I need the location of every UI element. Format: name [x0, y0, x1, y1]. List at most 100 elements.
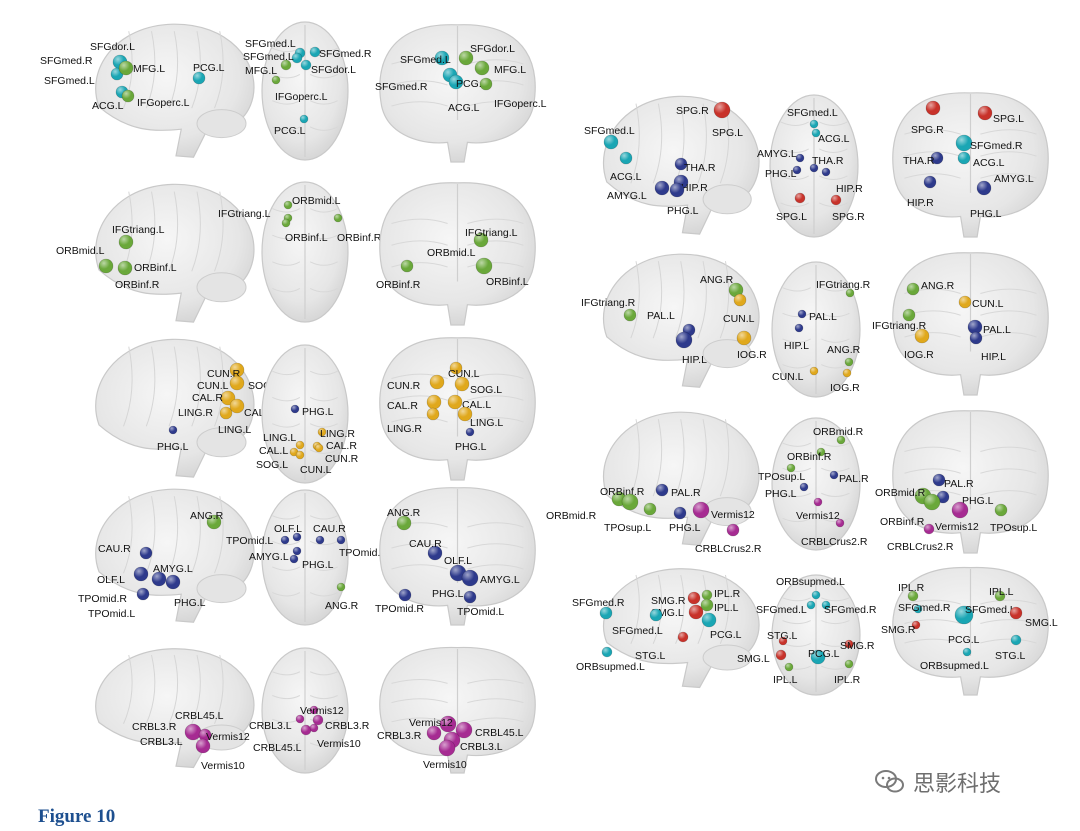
region-node-highlight — [440, 716, 456, 732]
p6-sagittal-brain — [602, 411, 760, 546]
region-label: PHG.L — [765, 168, 797, 180]
region-node-highlight — [693, 502, 709, 518]
region-label: SFGmed.L — [965, 604, 1016, 616]
region-node-highlight — [119, 235, 133, 249]
region-node-highlight — [475, 61, 489, 75]
region-node-highlight — [798, 310, 806, 318]
region-node-highlight — [831, 195, 841, 205]
region-node-highlight — [676, 332, 692, 348]
region-node-highlight — [650, 609, 662, 621]
region-label: STG.L — [635, 650, 666, 662]
region-node-highlight — [977, 181, 991, 195]
region-node-highlight — [199, 729, 211, 741]
region-label: CAL.L — [462, 399, 491, 411]
region-node-highlight — [674, 507, 686, 519]
region-label: CAL.L — [259, 445, 288, 457]
region-node-highlight — [702, 613, 716, 627]
region-node-highlight — [428, 546, 442, 560]
region-label: TPOsup.L — [758, 471, 805, 483]
region-node-highlight — [811, 650, 825, 664]
region-node-highlight — [822, 601, 830, 609]
region-label: CRBL3.L — [249, 720, 292, 732]
region-label: SPG.R — [832, 211, 865, 223]
region-label: ANG.R — [700, 274, 734, 286]
region-label: CRBL3.L — [460, 741, 503, 753]
region-node-highlight — [814, 498, 822, 506]
region-node-highlight — [310, 724, 318, 732]
region-label: CAU.R — [409, 538, 442, 550]
region-node-highlight — [970, 332, 982, 344]
region-node-highlight — [912, 621, 920, 629]
region-label: PHG.L — [962, 495, 994, 507]
region-label: AMYG.L — [153, 563, 193, 575]
p8-sagittal-brain — [602, 568, 760, 689]
region-label: LING.L — [470, 417, 503, 429]
region-label: CUN.L — [772, 371, 804, 383]
region-label: SFGmed.R — [319, 48, 372, 60]
region-label: AMYG.L — [249, 551, 289, 563]
region-label: PCG.L — [948, 634, 980, 646]
region-node-highlight — [1010, 607, 1022, 619]
p3-axial-brain — [261, 181, 349, 323]
region-node-highlight — [292, 53, 302, 63]
region-label: ANG.R — [921, 280, 955, 292]
region-label: SFGmed.R — [572, 597, 625, 609]
region-label: LING.R — [320, 428, 355, 440]
region-label: ORBsupmed.L — [920, 660, 989, 672]
region-label: Vermis10 — [201, 760, 245, 772]
region-label: TPOmid.R — [375, 603, 424, 615]
region-label: Vermis12 — [300, 705, 344, 717]
region-label: CUN.L — [723, 313, 755, 325]
region-label: PHG.L — [302, 559, 334, 571]
p1-coronal-brain — [379, 24, 536, 163]
region-node-highlight — [448, 395, 462, 409]
region-label: IPL.L — [773, 674, 798, 686]
region-node-highlight — [296, 715, 304, 723]
region-label: PHG.L — [174, 597, 206, 609]
region-node-highlight — [600, 607, 612, 619]
region-label: ORBinf.R — [376, 279, 421, 291]
region-node-highlight — [230, 363, 244, 377]
region-label: ACG.L — [610, 171, 642, 183]
region-node-highlight — [958, 152, 970, 164]
region-node-highlight — [968, 320, 982, 334]
region-label: ORBmid.R — [875, 487, 926, 499]
region-label: ORBinf.R — [337, 232, 382, 244]
figure-caption: Figure 10 — [38, 806, 116, 827]
region-label: ACG.L — [92, 100, 124, 112]
region-node-highlight — [959, 296, 971, 308]
region-label: ACG.L — [448, 102, 480, 114]
region-node-highlight — [737, 331, 751, 345]
region-node-highlight — [734, 294, 746, 306]
region-label: IFGtriang.L — [465, 227, 518, 239]
region-label: SMG.R — [651, 595, 686, 607]
wechat-watermark: 思影科技 — [875, 765, 1055, 799]
p3-coronal-brain — [379, 182, 536, 326]
p2-coronal-brain — [892, 92, 1049, 238]
region-label: ANG.R — [190, 510, 224, 522]
region-label: AMYG.L — [994, 173, 1034, 185]
region-node-highlight — [908, 591, 918, 601]
region-node-highlight — [476, 258, 492, 274]
region-node-highlight — [689, 605, 703, 619]
region-node-highlight — [281, 536, 289, 544]
region-label: AMYG.L — [607, 190, 647, 202]
region-label: OLF.L — [97, 574, 125, 586]
region-label: HIP.R — [907, 197, 934, 209]
region-label: HIP.L — [981, 351, 1006, 363]
region-label: THA.R — [903, 155, 935, 167]
region-node-highlight — [701, 599, 713, 611]
p9-coronal-brain — [379, 646, 536, 774]
region-node-highlight — [449, 75, 463, 89]
region-label: CAL.R — [326, 440, 357, 452]
region-label: PCG.L — [193, 62, 225, 74]
region-label: ORBmid.L — [56, 245, 105, 257]
region-node-highlight — [776, 650, 786, 660]
region-node-highlight — [316, 536, 324, 544]
region-label: TPOmid.L — [226, 535, 273, 547]
region-node-highlight — [301, 725, 311, 735]
region-node-highlight — [293, 547, 301, 555]
region-label: Vermis12 — [206, 731, 250, 743]
region-label: SFGmed.R — [970, 140, 1023, 152]
region-label: Vermis12 — [711, 509, 755, 521]
